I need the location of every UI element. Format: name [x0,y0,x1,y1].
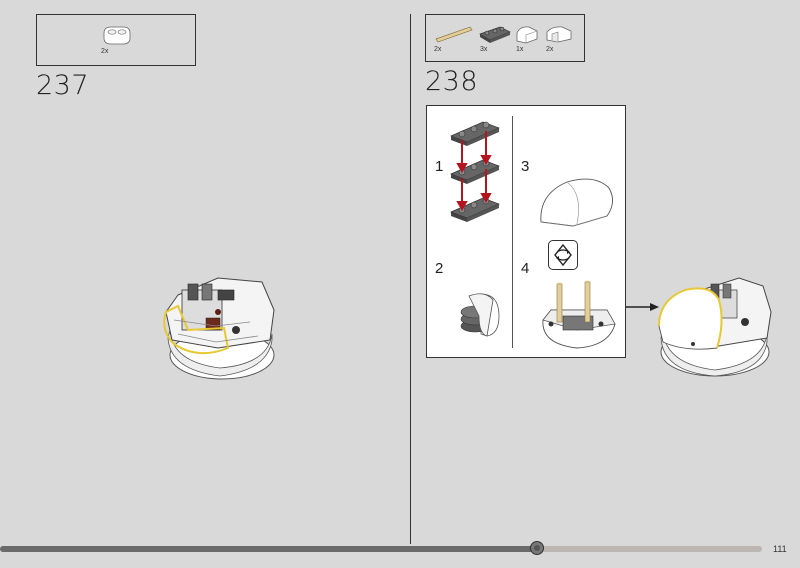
progress-fill [0,546,538,552]
step-number-238: 238 [425,66,479,97]
part-qty: 1x [516,46,524,53]
curved-slope-stack-image [460,293,500,337]
rotate-icon [554,243,572,267]
part-qty: 2x [546,46,554,53]
substep-number-1: 1 [435,158,444,175]
page-divider [410,14,411,544]
step-number-237: 237 [36,70,90,101]
plate-stack-image [450,121,500,222]
part-qty: 3x [480,46,488,53]
page-number: 111 [773,544,787,554]
white-round-plate-image [103,26,131,45]
tan-axle-image [435,26,473,43]
subassembly-box: 1 2 3 4 [426,105,626,358]
substep-number-4: 4 [521,260,530,277]
part-qty: 2x [101,48,109,55]
progress-slider-handle[interactable] [530,541,545,555]
arrow-to-model-icon [626,303,659,311]
white-curved-slope-image [516,26,538,44]
substep-number-2: 2 [435,260,444,277]
white-shell-image [540,178,613,227]
rotate-model-indicator [548,240,578,270]
parts-list-238: 2x 3x 1x 2x [425,14,585,62]
subassembly-divider [512,116,513,348]
shell-with-axles-image [542,280,616,349]
gray-plate-image [479,26,511,43]
model-assembly-238 [658,277,772,377]
parts-list-237: 2x [36,14,196,66]
part-qty: 2x [434,46,442,53]
substep-number-3: 3 [521,158,530,175]
model-assembly-237 [163,277,275,380]
reading-progress-bar[interactable] [0,546,762,552]
white-curved-slope-small-image [546,26,572,43]
